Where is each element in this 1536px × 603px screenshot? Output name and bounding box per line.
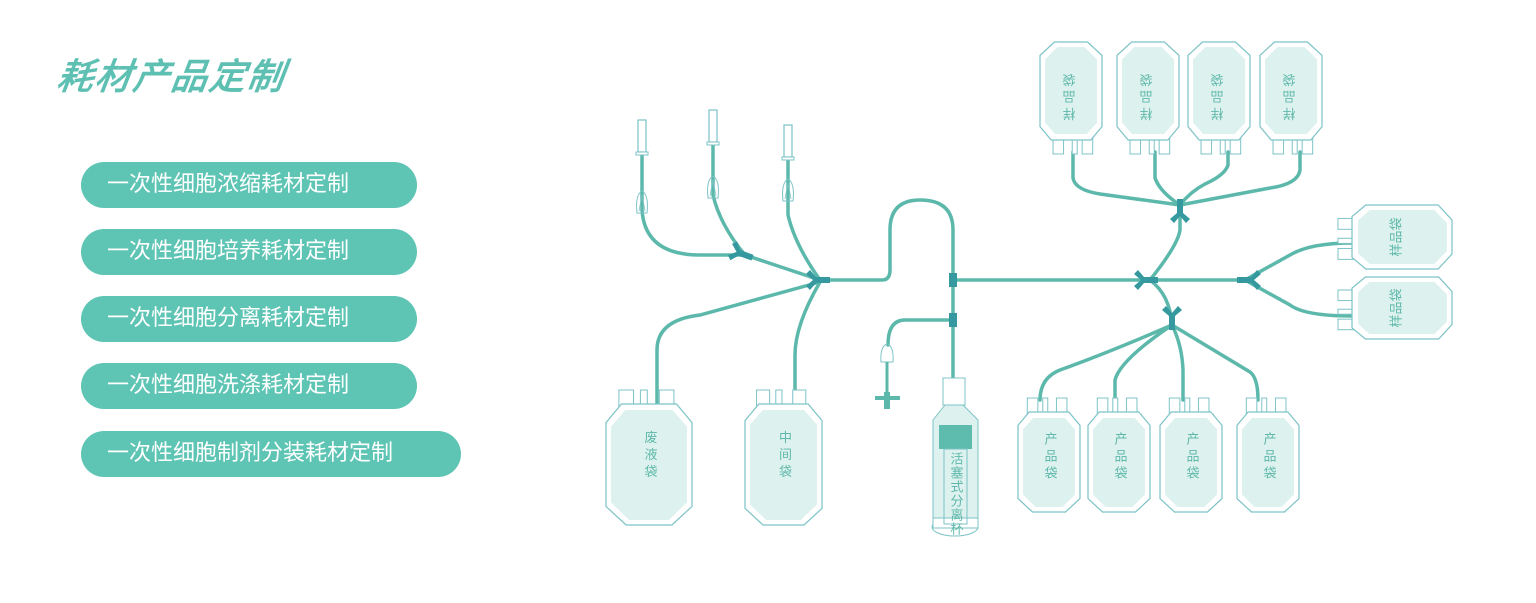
y-connector	[1162, 306, 1182, 330]
product-bag-label: 产品袋	[1042, 432, 1058, 483]
product-bag: 产品袋	[1087, 397, 1151, 513]
menu-item-separation[interactable]: 一次性细胞分离耗材定制	[81, 296, 417, 342]
product-bag: 产品袋	[1159, 397, 1223, 513]
t-connector	[949, 273, 957, 287]
y-connector	[1134, 270, 1158, 290]
tubing	[640, 143, 1354, 407]
sample-bag: 样品袋	[1259, 41, 1323, 155]
sample-bag-label: 样品袋	[1063, 69, 1079, 120]
side-sample-bag-label: 样品袋	[1390, 288, 1405, 327]
waste-bag: 废液袋	[605, 389, 693, 526]
y-connector	[727, 241, 754, 261]
menu-item-concentration[interactable]: 一次性细胞浓缩耗材定制	[81, 162, 417, 208]
components: 废液袋中间袋样品袋样品袋样品袋样品袋样品袋样品袋产品袋产品袋产品袋产品袋活塞式分…	[605, 41, 1453, 537]
side-sample-bag-label: 样品袋	[1390, 217, 1405, 256]
sample-bag-label: 样品袋	[1283, 69, 1299, 120]
separation-cup: 活塞式分离杯	[931, 377, 979, 537]
y-connector	[1237, 270, 1261, 290]
waste-bag-label: 废液袋	[642, 430, 658, 482]
spike	[781, 124, 795, 202]
intermediate-bag-label: 中间袋	[776, 431, 792, 482]
menu-item-packaging[interactable]: 一次性细胞制剂分装耗材定制	[81, 431, 461, 477]
filter	[875, 343, 900, 409]
y-connector	[1170, 199, 1190, 223]
side-sample-bag: 样品袋	[1337, 204, 1453, 270]
product-bag: 产品袋	[1236, 397, 1300, 513]
spike	[706, 109, 720, 199]
y-connector	[806, 270, 830, 290]
sample-bag: 样品袋	[1187, 41, 1251, 155]
intermediate-bag: 中间袋	[744, 389, 823, 526]
side-sample-bag: 样品袋	[1337, 276, 1453, 340]
menu-item-washing[interactable]: 一次性细胞洗涤耗材定制	[81, 363, 417, 409]
sample-bag: 样品袋	[1039, 41, 1103, 155]
sample-bag: 样品袋	[1116, 41, 1180, 155]
sample-bag-label: 样品袋	[1211, 69, 1227, 120]
spike	[635, 119, 649, 214]
product-bag: 产品袋	[1017, 397, 1081, 513]
product-bag-label: 产品袋	[1261, 432, 1277, 483]
menu-item-culture[interactable]: 一次性细胞培养耗材定制	[81, 229, 417, 275]
product-bag-label: 产品袋	[1112, 432, 1128, 483]
t-connector	[949, 313, 957, 327]
product-bag-label: 产品袋	[1184, 432, 1200, 483]
connectors	[727, 199, 1261, 330]
sample-bag-label: 样品袋	[1140, 69, 1156, 120]
separation-cup-label: 活塞式分离杯	[948, 452, 964, 536]
